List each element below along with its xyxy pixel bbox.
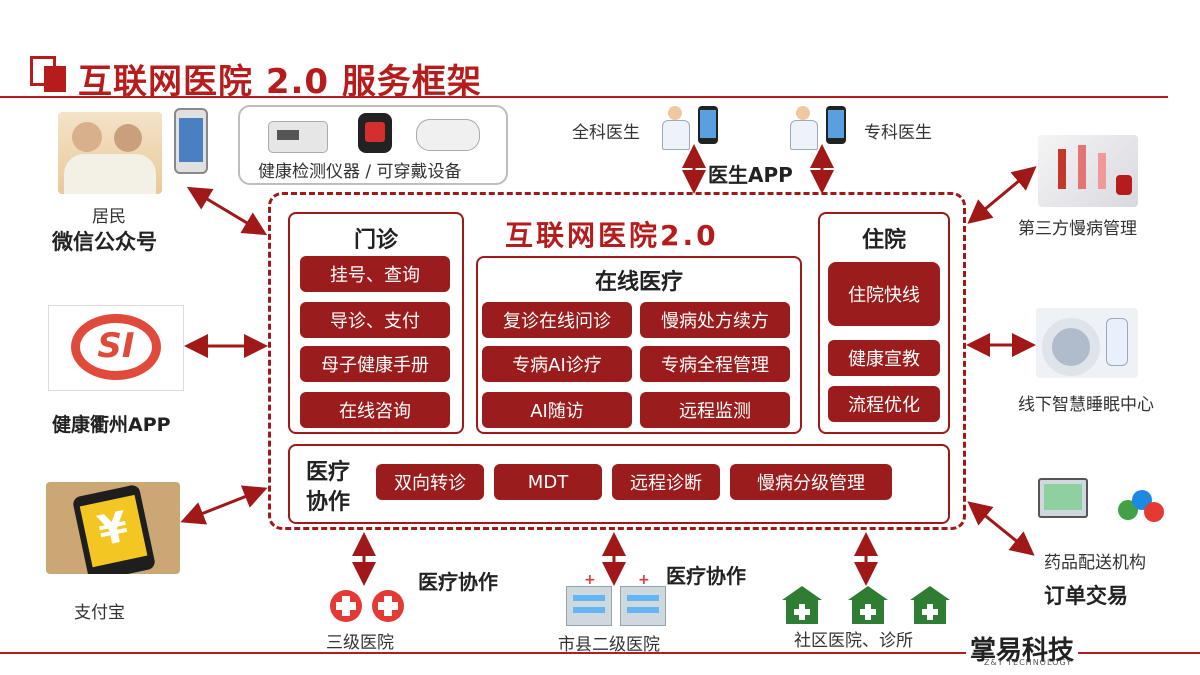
outpatient-title: 门诊 — [353, 228, 398, 253]
wechat-label: 微信公众号 — [52, 230, 157, 254]
hospital-cross-icon — [330, 590, 362, 622]
internet-hospital-frame — [268, 192, 966, 530]
inpatient-title: 住院 — [861, 228, 906, 253]
online-item: 远程监测 — [640, 392, 790, 428]
quzhou-logo: SI — [48, 305, 184, 391]
sleep-center-photo — [1036, 308, 1138, 378]
hospital-cross-icon — [372, 590, 404, 622]
online-item: AI随访 — [482, 392, 632, 428]
specialist-doctor-label: 专科医生 — [864, 123, 932, 143]
inpatient-item: 流程优化 — [828, 386, 940, 422]
alipay-photo: ¥ — [46, 482, 180, 574]
order-trade-label: 订单交易 — [1044, 584, 1128, 608]
phone-icon — [698, 106, 718, 144]
online-item: 专病全程管理 — [640, 346, 790, 382]
phone-icon — [174, 108, 208, 174]
doctor-app-label: 医生APP — [708, 163, 793, 187]
chronic-label: 第三方慢病管理 — [1018, 219, 1137, 239]
brand-name: 掌易科技 — [966, 630, 1079, 667]
online-item: 复诊在线问诊 — [482, 302, 632, 338]
pharmacy-label: 药品配送机构 — [1044, 553, 1146, 573]
collaboration-item: 远程诊断 — [612, 464, 720, 500]
clinic-icon — [782, 586, 822, 624]
collaboration-title-line2: 协作 — [306, 490, 351, 515]
title-marker-fill — [44, 66, 66, 92]
collaboration-title-line1: 医疗 — [306, 460, 351, 485]
monitor-icon — [1038, 478, 1088, 518]
online-item: 专病AI诊疗 — [482, 346, 632, 382]
tier3-hospital-label: 三级医院 — [326, 633, 394, 653]
doctor-icon — [660, 106, 690, 150]
collaboration-item: 双向转诊 — [376, 464, 484, 500]
hospital-building-icon: + — [620, 573, 666, 626]
inpatient-item: 住院快线 — [828, 262, 940, 326]
footer-line — [0, 652, 1200, 654]
hospital-building-icon: + — [566, 573, 612, 626]
collaboration-item: 慢病分级管理 — [730, 464, 892, 500]
smartwatch-icon — [358, 113, 392, 153]
outpatient-item: 导诊、支付 — [300, 302, 450, 338]
county-hospital-label: 市县二级医院 — [558, 635, 660, 655]
arrow-wechat — [186, 186, 268, 236]
pills-icon — [1118, 488, 1166, 524]
sleep-center-label: 线下智慧睡眠中心 — [1018, 395, 1154, 415]
doctor-icon — [788, 106, 818, 150]
brand-subtitle: Z&Y TECHNOLOGY — [984, 658, 1073, 667]
online-medical-title: 在线医疗 — [594, 270, 683, 295]
collab-label-2: 医疗协作 — [666, 564, 746, 588]
analyzer-icon — [268, 121, 328, 153]
arrow-chronic — [967, 166, 1037, 224]
device-caption: 健康检测仪器 / 可穿戴设备 — [258, 162, 462, 182]
clinic-icon — [848, 586, 888, 624]
clinic-icon — [910, 586, 950, 624]
collaboration-item: MDT — [494, 464, 602, 500]
center-title: 互联网医院2.0 — [505, 219, 719, 252]
lab-photo — [1038, 135, 1138, 207]
community-clinic-label: 社区医院、诊所 — [794, 631, 913, 651]
phone-icon — [826, 106, 846, 144]
arrow-pharmacy — [967, 501, 1035, 556]
outpatient-item: 母子健康手册 — [300, 346, 450, 382]
outpatient-item: 挂号、查询 — [300, 256, 450, 292]
outpatient-item: 在线咨询 — [300, 392, 450, 428]
scale-icon — [416, 119, 480, 151]
alipay-label: 支付宝 — [74, 603, 125, 623]
general-doctor-label: 全科医生 — [572, 123, 640, 143]
quzhou-app-label: 健康衢州APP — [52, 414, 171, 436]
inpatient-item: 健康宣教 — [828, 340, 940, 376]
online-item: 慢病处方续方 — [640, 302, 790, 338]
page-title: 互联网医院 2.0 服务框架 — [78, 62, 482, 102]
device-panel: 健康检测仪器 / 可穿戴设备 — [238, 105, 508, 185]
si-logo-text: SI — [97, 326, 135, 366]
arrow-alipay — [180, 485, 268, 525]
collab-label-1: 医疗协作 — [418, 570, 498, 594]
residents-label: 居民 — [92, 207, 126, 227]
title-underline — [0, 96, 1168, 98]
residents-photo — [58, 112, 162, 194]
